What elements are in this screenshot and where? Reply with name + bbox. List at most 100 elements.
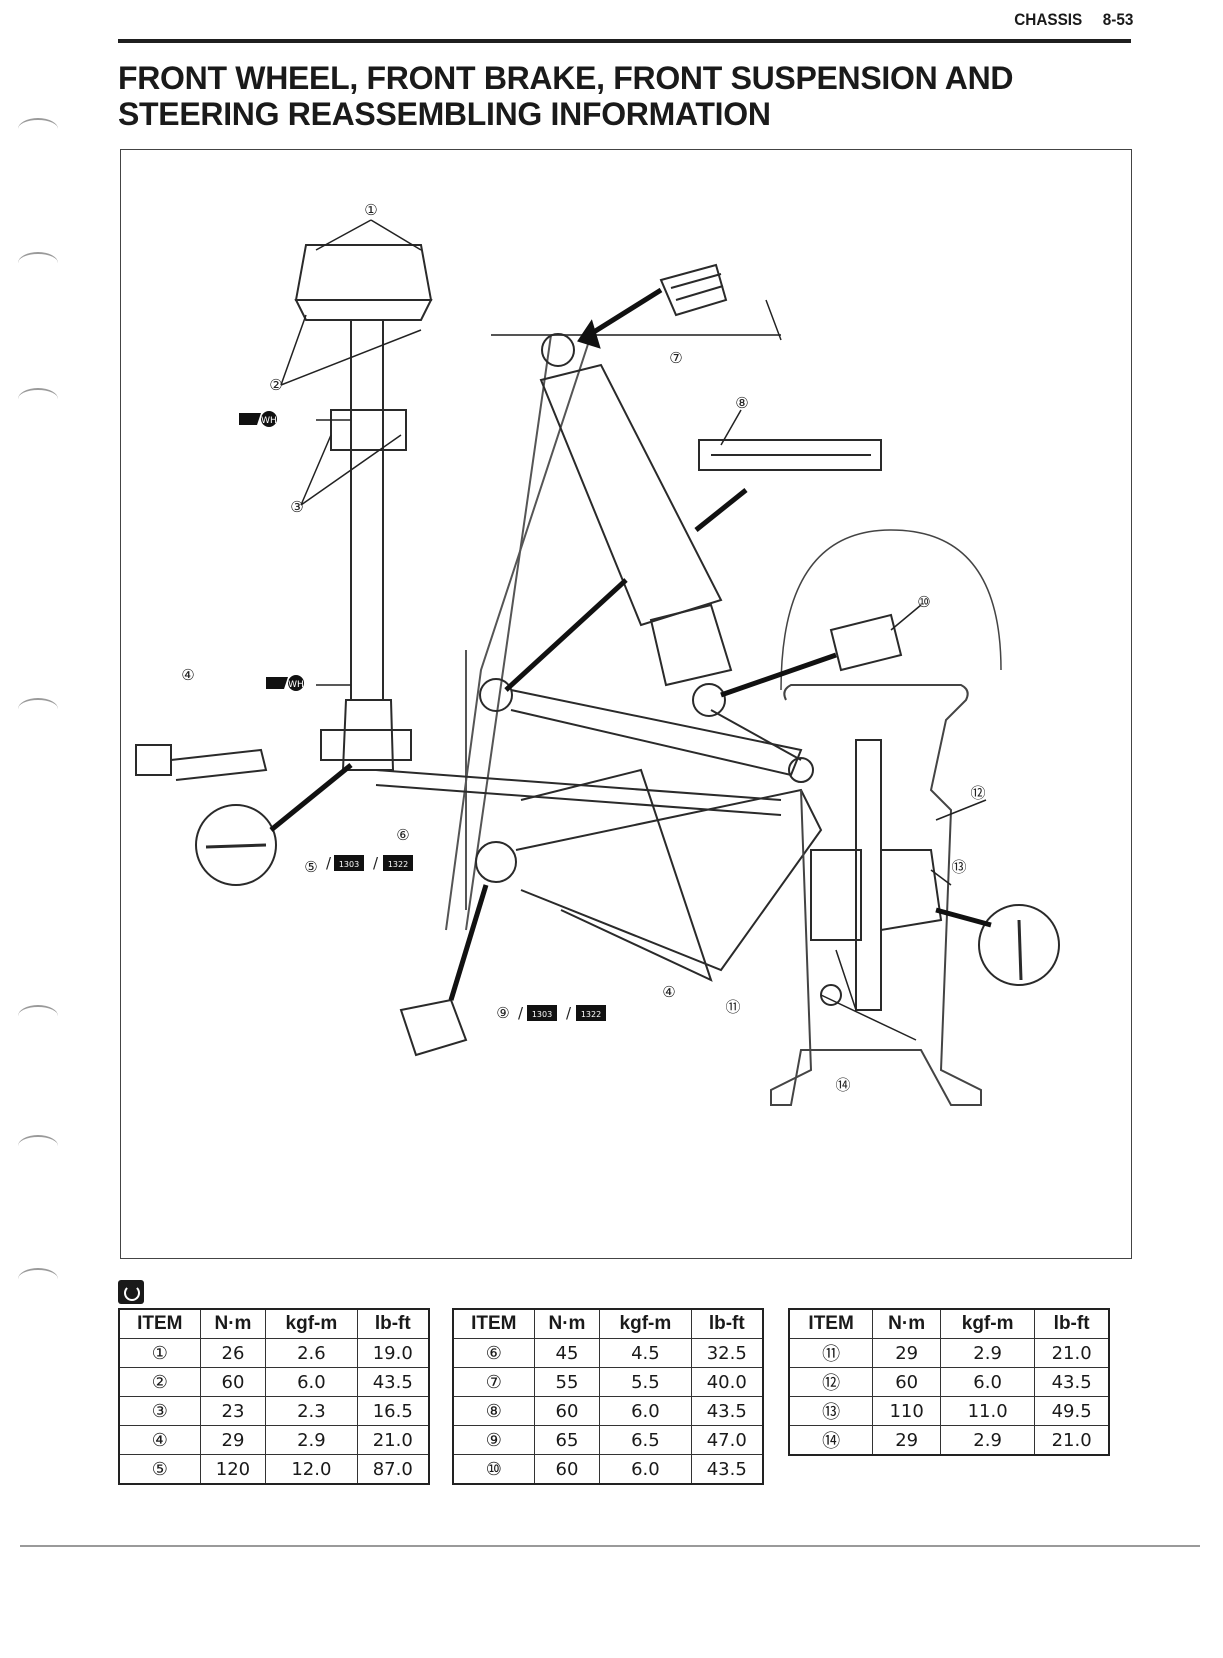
binder-hole: [18, 1005, 58, 1027]
col-kgfm: kgf-m: [599, 1308, 692, 1339]
steering-shaft: [294, 244, 433, 771]
cell-lbft: 87.0: [356, 1454, 430, 1485]
cell-item: ⑭: [788, 1425, 874, 1456]
cell-kgfm: 6.0: [599, 1396, 692, 1426]
callout-8: ⑧: [735, 394, 748, 412]
cell-kgfm: 5.5: [599, 1367, 692, 1397]
bearing-8: [698, 439, 882, 471]
col-item: ITEM: [452, 1308, 535, 1339]
callout-9: ⑨: [496, 1004, 509, 1022]
page-header: CHASSIS 8-53: [998, 10, 1133, 30]
cell-nm: 29: [872, 1425, 942, 1456]
cell-item: ①: [118, 1338, 201, 1368]
cell-lbft: 47.0: [690, 1425, 764, 1455]
detail-balloon: [780, 529, 1002, 691]
bearing-9: [399, 998, 468, 1057]
col-item: ITEM: [788, 1308, 874, 1339]
thread-lock-1322: 1322: [388, 860, 408, 869]
col-lbft: lb-ft: [356, 1308, 430, 1339]
thread-lock-1322: 1322: [581, 1010, 601, 1019]
torque-wrench-icon: [118, 1280, 144, 1304]
page-number: 8-53: [1102, 10, 1133, 29]
reassembly-diagram: ① ② ③ ④ ⑤ ⑥ ⑦ ⑧ ⑨ ⑩ ④ ⑪ ⑫ ⑬ ⑭ WH WH: [120, 149, 1132, 1259]
cell-lbft: 43.5: [690, 1396, 764, 1426]
header-rule: [118, 39, 1131, 43]
table-header-row: ITEM N·m kgf-m lb-ft: [452, 1308, 764, 1339]
cell-lbft: 21.0: [1034, 1425, 1110, 1456]
slash-mark: /: [373, 854, 379, 872]
bearing-10: [829, 613, 903, 672]
col-nm: N·m: [199, 1308, 267, 1339]
bearing-7: [659, 263, 728, 317]
binder-hole: [18, 698, 58, 720]
thread-lock-icon: / 1303 / 1322: [326, 854, 413, 872]
thread-lock-1303: 1303: [339, 860, 359, 869]
binder-hole: [18, 118, 58, 140]
cell-kgfm: 2.9: [940, 1338, 1036, 1368]
col-item: ITEM: [118, 1308, 201, 1339]
title-line-2: STEERING REASSEMBLING INFORMATION: [118, 96, 771, 132]
arrow-lower-arm: [448, 884, 489, 1001]
grease-icon: WH: [239, 411, 277, 427]
wheel-rim-outline: [770, 684, 982, 1106]
callout-4b: ④: [662, 983, 675, 1001]
callout-3: ③: [290, 498, 303, 516]
cell-kgfm: 11.0: [940, 1396, 1036, 1426]
col-nm: N·m: [533, 1308, 601, 1339]
cell-item: ⑦: [452, 1367, 535, 1397]
cell-kgfm: 2.3: [265, 1396, 358, 1426]
cell-nm: 65: [533, 1425, 601, 1455]
cell-item: ⑫: [788, 1367, 874, 1397]
table-header-row: ITEM N·m kgf-m lb-ft: [118, 1308, 430, 1339]
arrow-upper-arm: [504, 578, 628, 692]
slash-mark: /: [518, 1004, 524, 1022]
cell-kgfm: 6.0: [265, 1367, 358, 1397]
cell-nm: 60: [872, 1367, 942, 1397]
cell-lbft: 40.0: [690, 1367, 764, 1397]
callout-13: ⑬: [951, 858, 966, 876]
cell-item: ②: [118, 1367, 201, 1397]
cell-kgfm: 2.6: [265, 1338, 358, 1368]
tie-rod: [375, 769, 782, 816]
cell-nm: 60: [533, 1396, 601, 1426]
lower-arm: [475, 768, 823, 982]
cell-kgfm: 12.0: [265, 1454, 358, 1485]
shock-absorber: [539, 333, 733, 717]
binder-hole: [18, 1135, 58, 1157]
binder-hole: [18, 1268, 58, 1290]
cell-item: ⑨: [452, 1425, 535, 1455]
callout-11: ⑪: [725, 998, 740, 1016]
grease-label: WH: [261, 416, 277, 426]
thread-lock-1303: 1303: [532, 1010, 552, 1019]
cell-nm: 29: [872, 1338, 942, 1368]
tie-rod-end-4: [135, 744, 268, 781]
cell-nm: 23: [199, 1396, 267, 1426]
cell-item: ⑥: [452, 1338, 535, 1368]
upper-arm: [479, 678, 803, 777]
cell-nm: 120: [199, 1454, 267, 1485]
cell-nm: 110: [872, 1396, 942, 1426]
col-lbft: lb-ft: [1034, 1308, 1110, 1339]
cell-lbft: 49.5: [1034, 1396, 1110, 1426]
grease-icon: WH: [266, 675, 304, 691]
cell-kgfm: 2.9: [940, 1425, 1036, 1456]
callout-6: ⑥: [396, 826, 409, 844]
callout-10: ⑩: [917, 593, 930, 611]
exploded-view-svg: ① ② ③ ④ ⑤ ⑥ ⑦ ⑧ ⑨ ⑩ ④ ⑪ ⑫ ⑬ ⑭ WH WH: [135, 201, 1060, 1106]
col-kgfm: kgf-m: [940, 1308, 1036, 1339]
